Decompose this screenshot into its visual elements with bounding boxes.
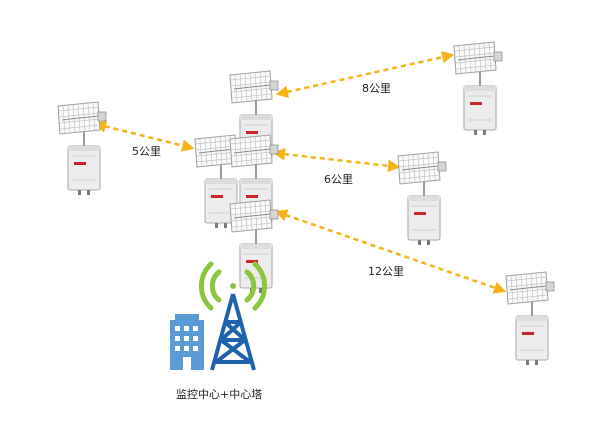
- radio-unit-far-left: [57, 101, 107, 196]
- tower-icon: [210, 293, 256, 371]
- center-label: 监控中心+中心塔: [176, 388, 263, 401]
- signal-icon: [198, 261, 268, 311]
- radio-unit-top-right: [453, 41, 503, 136]
- link-label-12km: 12公里: [368, 265, 404, 278]
- link-label-5km: 5公里: [132, 145, 161, 158]
- wireless-links: [93, 51, 507, 294]
- link-8km-line: [275, 51, 455, 98]
- link-5km-line: [93, 120, 195, 152]
- building-icon: [170, 314, 204, 370]
- radio-unit-bottom-right: [505, 271, 555, 366]
- link-6km-line: [272, 147, 401, 173]
- link-12km-line: [274, 209, 507, 294]
- radio-unit-mid-right: [397, 151, 447, 246]
- link-label-8km: 8公里: [362, 82, 391, 95]
- link-label-6km: 6公里: [324, 173, 353, 186]
